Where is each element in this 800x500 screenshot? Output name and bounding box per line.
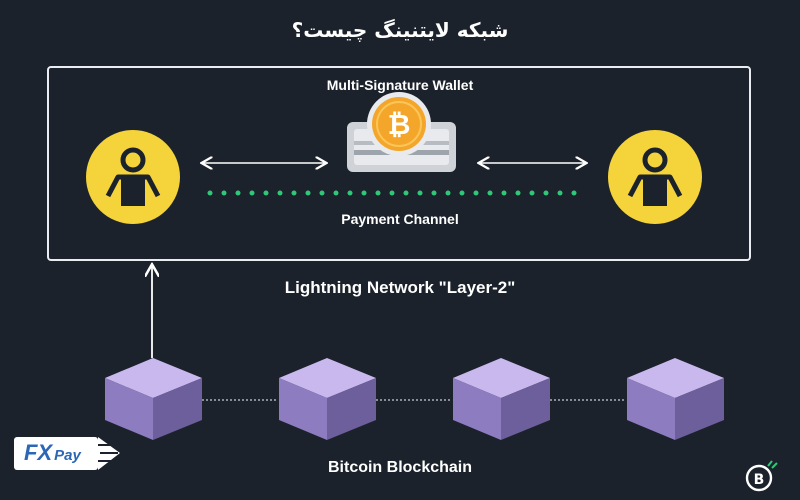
bitcoin-coin-icon: ₿ (367, 92, 431, 156)
wallet-label: Multi-Signature Wallet (326, 77, 474, 93)
bitcoin-symbol: ₿ (388, 108, 411, 141)
block-4-icon (627, 358, 724, 440)
block-3-icon (453, 358, 550, 440)
lightning-layer-box (47, 66, 751, 261)
brand-badge-icon: B (745, 460, 778, 492)
left-user-icon (86, 130, 180, 224)
right-user-icon (608, 130, 702, 224)
payment-channel-label: Payment Channel (341, 211, 459, 227)
fxpay-logo-fx: FX (24, 440, 53, 465)
fxpay-logo-shape (14, 437, 120, 470)
page-title: شبکه لایتنینگ چیست؟ (291, 18, 509, 42)
layer2-label: Lightning Network "Layer-2" (284, 278, 516, 297)
block-1-icon (105, 358, 202, 440)
fxpay-logo-pay: Pay (54, 447, 81, 464)
blockchain-label: Bitcoin Blockchain (327, 459, 473, 476)
block-2-icon (279, 358, 376, 440)
brand-badge-letter: B (754, 472, 765, 488)
